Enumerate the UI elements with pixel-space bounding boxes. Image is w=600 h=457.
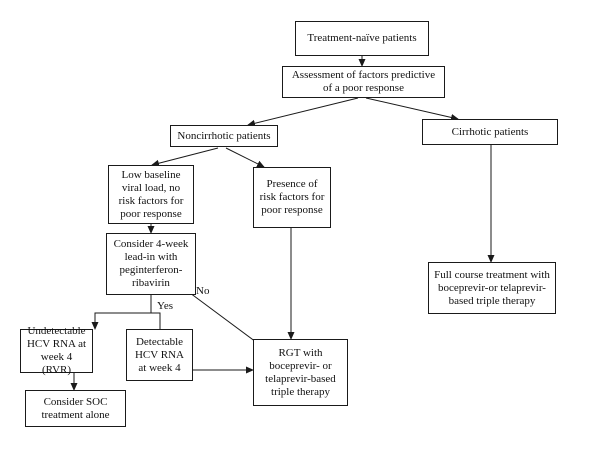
- risk-factors-text: Presence of risk factors for poor respon…: [259, 178, 325, 216]
- noncirrhotic-node: Noncirrhotic patients: [170, 125, 278, 147]
- assessment-text: Assessment of factors predictive of a po…: [291, 69, 436, 94]
- cirrhotic-text: Cirrhotic patients: [451, 125, 529, 138]
- assessment-node: Assessment of factors predictive of a po…: [282, 66, 445, 98]
- detectable-node: Detectable HCV RNA at week 4: [126, 329, 193, 381]
- arrow-noncirrhotic-to-risk-factors: [225, 147, 265, 168]
- soc-text: Consider SOC treatment alone: [41, 395, 110, 421]
- noncirrhotic-text: Noncirrhotic patients: [177, 129, 271, 142]
- arrow-assessment-to-cirrhotic: [365, 97, 459, 121]
- full-course-node: Full course treatment with boceprevir-or…: [428, 262, 556, 314]
- arrow-assessment-to-noncirrhotic: [247, 97, 359, 127]
- undetectable-node: Undetectable HCV RNA at week 4 (RVR): [20, 325, 93, 376]
- rgt-text: RGT with boceprevir- or telaprevir-based…: [265, 346, 336, 398]
- arrow-noncirrhotic-to-low-baseline: [151, 147, 219, 167]
- treatment-naive-text: Treatment-naïve patients: [307, 32, 417, 44]
- undetectable-text: Undetectable HCV RNA at week 4 (RVR): [26, 325, 87, 376]
- rgt-node: RGT with boceprevir- or telaprevir-based…: [253, 339, 348, 406]
- arrow-lead-in-to-rgt-no: [185, 289, 265, 349]
- low-baseline-text: Low baseline viral load, no risk factors…: [118, 168, 184, 220]
- full-course-text: Full course treatment with boceprevir-or…: [434, 268, 550, 307]
- low-baseline-node: Low baseline viral load, no risk factors…: [108, 165, 194, 224]
- treatment-naive-node: Treatment-naïve patients: [295, 21, 429, 56]
- detectable-text: Detectable HCV RNA at week 4: [134, 335, 184, 374]
- cirrhotic-node: Cirrhotic patients: [422, 119, 558, 145]
- lead-in-text: Consider 4-week lead-in with peginterfer…: [113, 238, 189, 289]
- edge-label-no: No: [196, 285, 210, 297]
- edge-label-yes: Yes: [157, 300, 174, 312]
- soc-node: Consider SOC treatment alone: [25, 390, 126, 427]
- arrow-lead-in-to-undetectable: [91, 295, 152, 330]
- lead-in-node: Consider 4-week lead-in with peginterfer…: [106, 233, 196, 295]
- risk-factors-node: Presence of risk factors for poor respon…: [253, 167, 331, 228]
- arrow-lead-in-to-detectable: [151, 312, 161, 329]
